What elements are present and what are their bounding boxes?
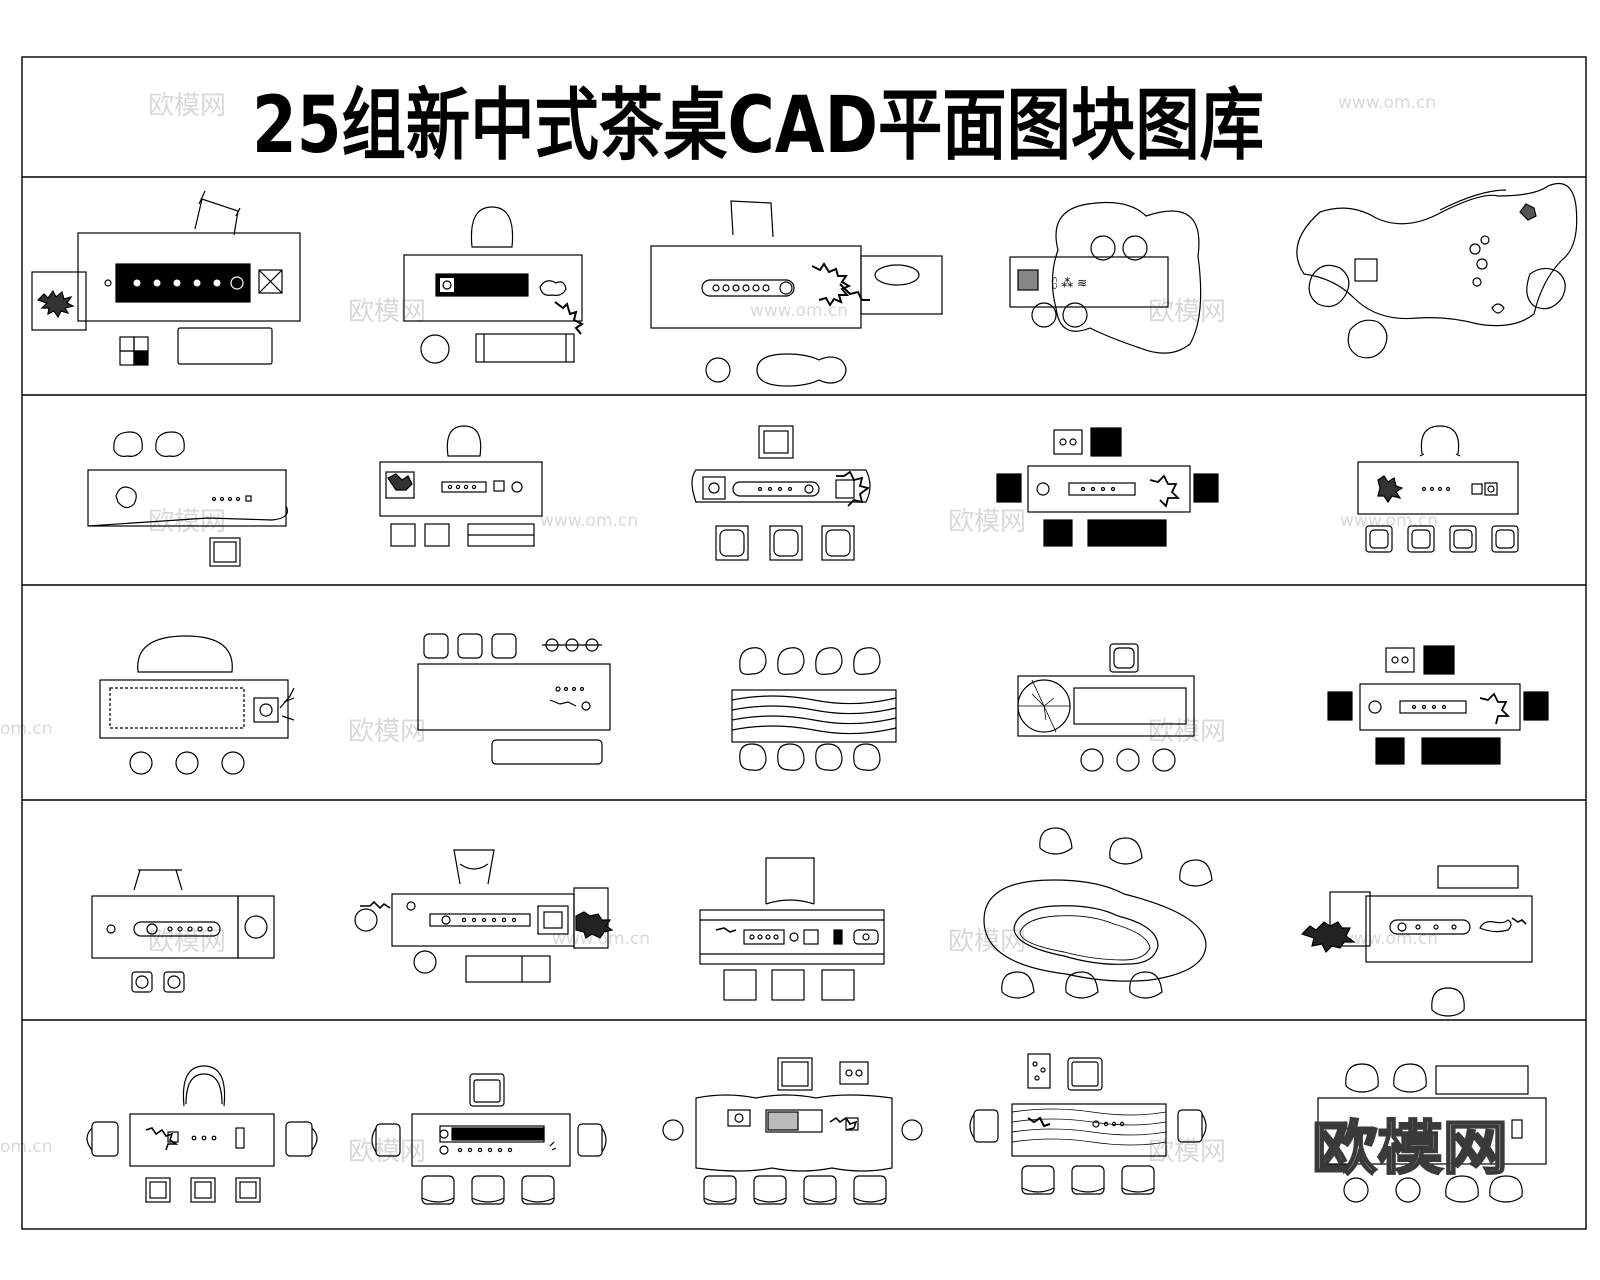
tea-table-block-07 xyxy=(379,425,543,547)
row-1: ⩉ ⁂ ≋ xyxy=(31,182,1578,387)
tea-table-block-03 xyxy=(650,200,943,387)
tea-table-block-16 xyxy=(91,869,275,993)
watermark-url: www.om.cn xyxy=(552,929,650,949)
watermark-logo: 欧模网 xyxy=(948,927,1026,957)
tea-table-block-24 xyxy=(969,1053,1207,1195)
tea-table-block-22 xyxy=(371,1073,607,1205)
watermark-logo: 欧模网 xyxy=(1148,297,1226,327)
outer-border xyxy=(21,56,1587,1230)
tea-table-block-13 xyxy=(731,647,897,771)
watermark-url: om.cn xyxy=(0,719,53,739)
tea-table-block-06 xyxy=(87,431,288,567)
tea-table-block-17 xyxy=(354,849,614,983)
tea-table-block-21 xyxy=(86,1065,318,1203)
tea-table-block-05 xyxy=(1296,182,1578,359)
row-3 xyxy=(99,633,1549,775)
row-5 xyxy=(86,1053,1547,1205)
watermark-logo: 欧模网 xyxy=(148,927,226,957)
watermark-logo: 欧模网 xyxy=(148,91,226,121)
row-2 xyxy=(87,425,1519,567)
sheet-title: 25组新中式茶桌CAD平面图块图库 xyxy=(252,81,1264,171)
watermark-url: www.om.cn xyxy=(750,301,848,321)
tea-table-block-04: ⩉ ⁂ ≋ xyxy=(1009,201,1202,354)
tea-table-block-02 xyxy=(403,206,584,364)
svg-text:⩉ ⁂ ≋: ⩉ ⁂ ≋ xyxy=(1052,276,1087,290)
row-4 xyxy=(91,827,1533,1017)
watermark-logo: 欧模网 xyxy=(348,1137,426,1167)
tea-table-block-10 xyxy=(1357,425,1519,553)
watermark-url: www.om.cn xyxy=(540,511,638,531)
background-watermarks: 欧模网 www.om.cn 欧模网 www.om.cn 欧模网 欧模网 www.… xyxy=(0,91,1438,1167)
tea-table-block-23 xyxy=(662,1057,923,1205)
watermark-logo: 欧模网 xyxy=(348,717,426,747)
tea-table-block-25 xyxy=(1317,1063,1547,1203)
tea-table-block-11 xyxy=(99,635,295,775)
tea-table-block-08 xyxy=(691,425,871,561)
watermark-url: www.om.cn xyxy=(1338,93,1436,113)
tea-table-block-20 xyxy=(1300,865,1533,1017)
tea-table-block-12 xyxy=(417,633,611,765)
tea-table-block-19 xyxy=(983,827,1213,999)
tea-table-block-14 xyxy=(1017,643,1195,772)
watermark-logo: 欧模网 xyxy=(948,507,1026,537)
sheet-frame xyxy=(21,56,1587,1230)
watermark-logo: 欧模网 xyxy=(348,297,426,327)
tea-table-block-18 xyxy=(699,857,885,1001)
corner-watermark-logo: 欧模网 xyxy=(1312,1114,1508,1182)
tea-table-block-01 xyxy=(31,190,301,366)
watermark-logo: 欧模网 xyxy=(148,507,226,537)
watermark-logo: 欧模网 xyxy=(1148,717,1226,747)
tea-table-block-09 xyxy=(996,427,1219,547)
watermark-url: om.cn xyxy=(0,1137,53,1157)
tea-table-block-15 xyxy=(1327,645,1549,765)
